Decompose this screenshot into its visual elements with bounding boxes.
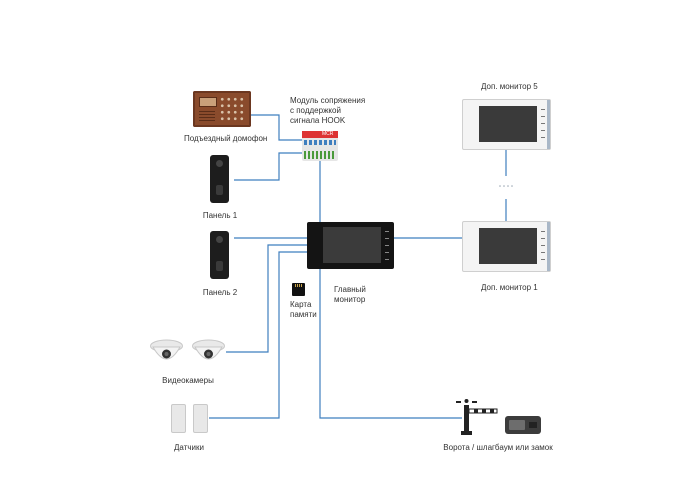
- entrance-intercom-icon: [193, 91, 251, 127]
- panel2-label: Панель 2: [202, 288, 238, 297]
- sensors-label: Датчики: [174, 443, 204, 452]
- memory-card-icon: [292, 283, 305, 296]
- wire-intercom-module: [251, 114, 302, 141]
- module-tag: MCR: [322, 131, 334, 137]
- interface-module-icon: MCR: [302, 131, 338, 161]
- main-monitor-label-line2: монитор: [334, 295, 366, 304]
- extra-monitor5-label: Доп. монитор 5: [481, 82, 538, 91]
- module-label-line2: с поддержкой: [290, 106, 341, 115]
- memory-card-label-line2: памяти: [290, 310, 317, 319]
- main-monitor-label-line1: Главный: [334, 285, 366, 294]
- dome-camera-icon: [150, 339, 183, 360]
- wire-gate-main-monitor: [319, 269, 462, 419]
- wire-panel1-module: [234, 152, 302, 181]
- panel1-icon: [210, 155, 229, 203]
- gate-label: Ворота / шлагбаум или замок: [443, 443, 553, 452]
- module-label-line1: Модуль сопряжения: [290, 96, 366, 105]
- wire-sensors-main-monitor: [209, 251, 307, 419]
- memory-card-label-line1: Карта: [290, 300, 312, 309]
- panel2-icon: [210, 231, 229, 279]
- dome-camera-icon: [192, 339, 225, 360]
- extra-monitor5-icon: [462, 99, 551, 150]
- panel1-label: Панель 1: [202, 211, 238, 220]
- wire-cameras-main-monitor: [226, 244, 307, 353]
- main-monitor-icon: [307, 222, 394, 269]
- extra-monitor1-label: Доп. монитор 1: [481, 283, 538, 292]
- lock-icon: [505, 416, 541, 434]
- sensor-icon: [193, 404, 208, 433]
- sensor-icon: [171, 404, 186, 433]
- cameras-label: Видеокамеры: [162, 376, 214, 385]
- barrier-gate-icon: [456, 399, 498, 435]
- ellipsis-dots: [499, 185, 513, 187]
- entrance-intercom-label: Подъездный домофон: [184, 134, 268, 143]
- extra-monitor1-icon: [462, 221, 551, 272]
- module-label-line3: сигнала HOOK: [290, 116, 346, 125]
